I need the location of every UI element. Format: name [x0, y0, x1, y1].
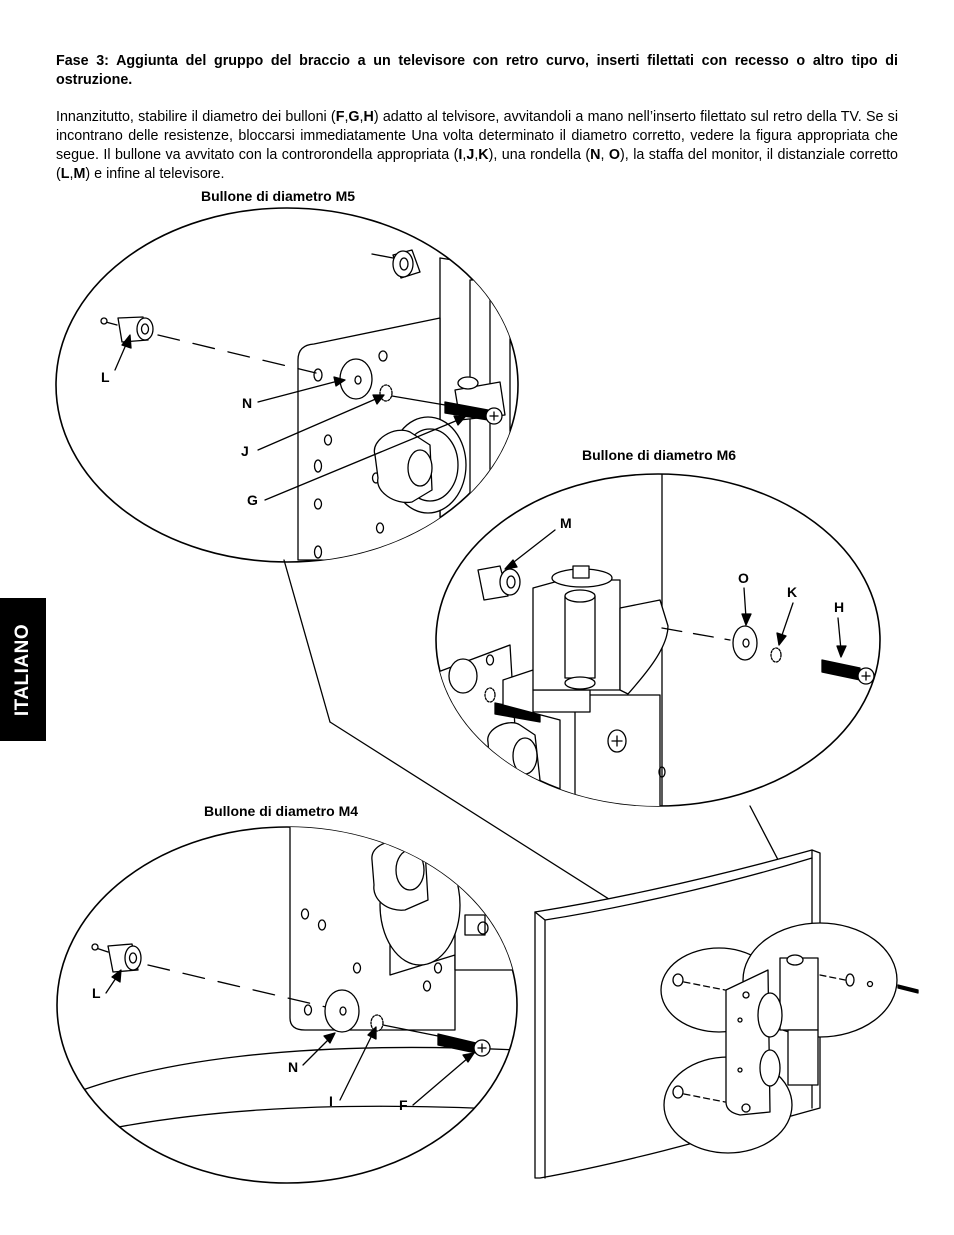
- label-m5-g: G: [247, 492, 258, 508]
- intro-run: Innanzitutto, stabilire il diametro dei …: [56, 109, 336, 125]
- caption-m6: Bullone di diametro M6: [582, 447, 737, 463]
- intro-run: G: [348, 109, 360, 125]
- label-m4-n: N: [288, 1059, 299, 1075]
- intro-run: ,: [474, 147, 479, 163]
- intro-run: ,: [462, 147, 467, 163]
- intro-run: ,: [359, 109, 364, 125]
- spacer-l-m4: [91, 943, 331, 1009]
- m6-detail: [435, 473, 881, 807]
- label-m4-f: F: [399, 1097, 408, 1113]
- caption-m5: Bullone di diametro M5: [201, 188, 356, 204]
- label-m5-l: L: [101, 369, 110, 385]
- bolt-h: [821, 659, 875, 685]
- bolt-f: [437, 1033, 491, 1057]
- intro-run: ) adatto al telvisore, avvitandoli a man…: [56, 109, 899, 163]
- intro-run: L: [60, 166, 70, 182]
- intro-run: ,: [69, 166, 74, 182]
- spacer-m: [477, 565, 521, 601]
- intro-run: H: [363, 109, 374, 125]
- intro-run: N: [590, 147, 601, 163]
- caption-m4: Bullone di diametro M4: [204, 803, 359, 819]
- m4-detail: [56, 826, 518, 1184]
- plate-holes: [313, 350, 388, 559]
- intro-run: K: [478, 147, 489, 163]
- intro-run: ,: [344, 109, 349, 125]
- m4-leaders: [105, 969, 475, 1106]
- label-m6-o: O: [738, 570, 749, 586]
- washer-n: [339, 358, 373, 400]
- label-m5-n: N: [242, 395, 253, 411]
- intro-run: F: [335, 109, 345, 125]
- connector-line: [283, 559, 331, 723]
- label-m6-h: H: [834, 599, 845, 615]
- tv-overview: [534, 849, 919, 1179]
- intro-run: O: [608, 147, 621, 163]
- lock-washer-k: [770, 647, 782, 663]
- washer-n-m4: [324, 989, 360, 1033]
- m5-detail: [55, 207, 519, 563]
- label-m6-m: M: [560, 515, 572, 531]
- intro-run: ), la staffa del monitor, il distanziale…: [56, 147, 899, 182]
- intro-run: J: [466, 147, 475, 163]
- intro-run: ) e infine al televisore.: [85, 166, 225, 182]
- m5-leaders: [114, 334, 466, 501]
- lock-washer-i: [370, 1014, 384, 1032]
- label-m4-l: L: [92, 985, 101, 1001]
- spacer-top: [371, 249, 421, 279]
- m6-leaders: [504, 529, 847, 658]
- label-m4-i: I: [329, 1093, 333, 1109]
- bolt-g: [444, 401, 503, 425]
- language-tab: ITALIANO: [0, 598, 46, 741]
- washer-o: [732, 625, 758, 661]
- intro-run: ,: [600, 147, 609, 163]
- step-heading: Fase 3: Aggiunta del gruppo del braccio …: [56, 53, 898, 88]
- spacer-l: [100, 316, 317, 374]
- label-m5-j: J: [241, 443, 249, 459]
- intro-paragraph: Innanzitutto, stabilire il diametro dei …: [56, 108, 898, 184]
- intro-run: ), una rondella (: [488, 147, 591, 163]
- intro-run: I: [458, 147, 463, 163]
- label-m6-k: K: [787, 584, 798, 600]
- intro-run: M: [73, 166, 86, 182]
